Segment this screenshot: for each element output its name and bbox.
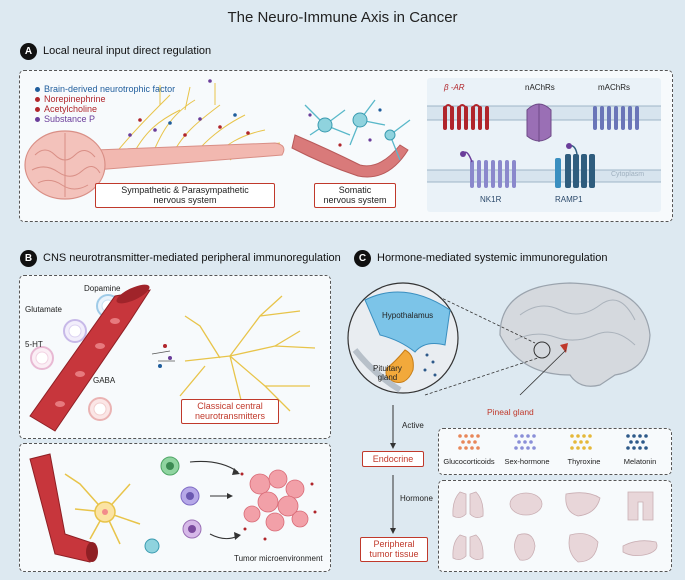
classical-label-line1: Classical central <box>197 401 263 411</box>
legend-item: Brain-derived neurotrophic factor <box>35 84 175 94</box>
gaba-label: GABA <box>93 376 116 385</box>
legend-dot <box>35 96 40 102</box>
legend-dot <box>35 86 40 92</box>
hypothalamus-label: Hypothalamus <box>382 311 434 320</box>
brain-sagittal-illustration <box>499 282 651 387</box>
peripheral-label-line1: Peripheral <box>373 539 415 549</box>
peripheral-tumor-box: Peripheral tumor tissue <box>360 537 428 562</box>
sympathetic-label-box: Sympathetic & Parasympathetic nervous sy… <box>95 183 275 208</box>
glutamate-label: Glutamate <box>25 305 62 314</box>
pituitary-label-line1: Pituitary <box>373 364 402 373</box>
neurotransmitter-illustration <box>29 284 316 432</box>
hormone-melatonin-label: Melatonin <box>623 457 657 466</box>
ramp1-label: RAMP1 <box>555 195 583 204</box>
peripheral-label-line2: tumor tissue <box>369 549 419 559</box>
classical-neurotransmitters-box: Classical central neurotransmitters <box>181 399 279 424</box>
sympathetic-label-line1: Sympathetic & Parasympathetic <box>121 185 249 195</box>
section-c-title: Hormone-mediated systemic immunoregulati… <box>377 252 608 264</box>
legend-item: Norepinephrine <box>35 94 175 104</box>
hypothalamus-zoom-illustration <box>347 282 459 394</box>
legend-item: Substance P <box>35 114 175 124</box>
dopamine-label: Dopamine <box>84 284 121 293</box>
somatic-label-line2: nervous system <box>323 195 387 205</box>
legend-label: Brain-derived neurotrophic factor <box>44 84 176 94</box>
section-a-badge: A <box>20 43 37 60</box>
somatic-label-box: Somatic nervous system <box>314 183 396 208</box>
tumor-microenvironment-illustration <box>29 453 317 563</box>
hormone-dot-clusters <box>458 434 648 450</box>
legend-label: Acetylcholine <box>44 104 98 114</box>
nk1r-label: NK1R <box>480 195 502 204</box>
beta-ar-label: β -AR <box>444 83 465 92</box>
somatic-label-line1: Somatic <box>338 185 372 195</box>
section-a-title: Local neural input direct regulation <box>43 45 212 57</box>
receptor-illustration <box>427 103 661 188</box>
somatic-neuron-illustration <box>291 99 411 178</box>
pituitary-label: Pituitary gland <box>373 364 402 382</box>
neurotransmitter-legend: Brain-derived neurotrophic factor Norepi… <box>35 84 175 124</box>
legend-dot <box>35 106 40 112</box>
page-title: The Neuro-Immune Axis in Cancer <box>227 9 458 26</box>
serotonin-label: 5-HT <box>25 340 43 349</box>
pituitary-label-line2: gland <box>377 373 398 382</box>
legend-label: Substance P <box>44 114 96 124</box>
nachrs-label: nAChRs <box>525 83 555 92</box>
section-b-title: CNS neurotransmitter-mediated peripheral… <box>43 252 341 264</box>
hormone-thyroxine-label: Thyroxine <box>567 457 601 466</box>
classical-label-line2: neurotransmitters <box>194 411 266 421</box>
flow-arrows <box>390 405 396 534</box>
brain-spinal-illustration <box>24 79 285 200</box>
organ-silhouettes <box>452 491 658 563</box>
section-b-panel-top <box>19 275 331 439</box>
section-c-badge: C <box>354 250 371 267</box>
legend-item: Acetylcholine <box>35 104 175 114</box>
receptor-panel <box>427 78 661 212</box>
legend-dot <box>35 116 40 122</box>
section-b-badge: B <box>20 250 37 267</box>
sympathetic-label-line2: nervous system <box>153 195 217 205</box>
active-label: Active <box>402 421 424 430</box>
pineal-gland-label: Pineal gland <box>487 407 534 417</box>
cytoplasm-label: Cytoplasm <box>611 171 645 178</box>
endocrine-box: Endocrine <box>362 451 424 467</box>
hormone-sex-label: Sex-hormone <box>504 457 550 466</box>
tumor-microenvironment-label: Tumor microenvironment <box>234 554 323 563</box>
hormone-glucocorticoids-label: Glucocorticoids <box>443 457 495 466</box>
machrs-label: mAChRs <box>598 83 631 92</box>
legend-label: Norepinephrine <box>44 94 106 104</box>
hormone-label: Hormone <box>400 494 433 503</box>
